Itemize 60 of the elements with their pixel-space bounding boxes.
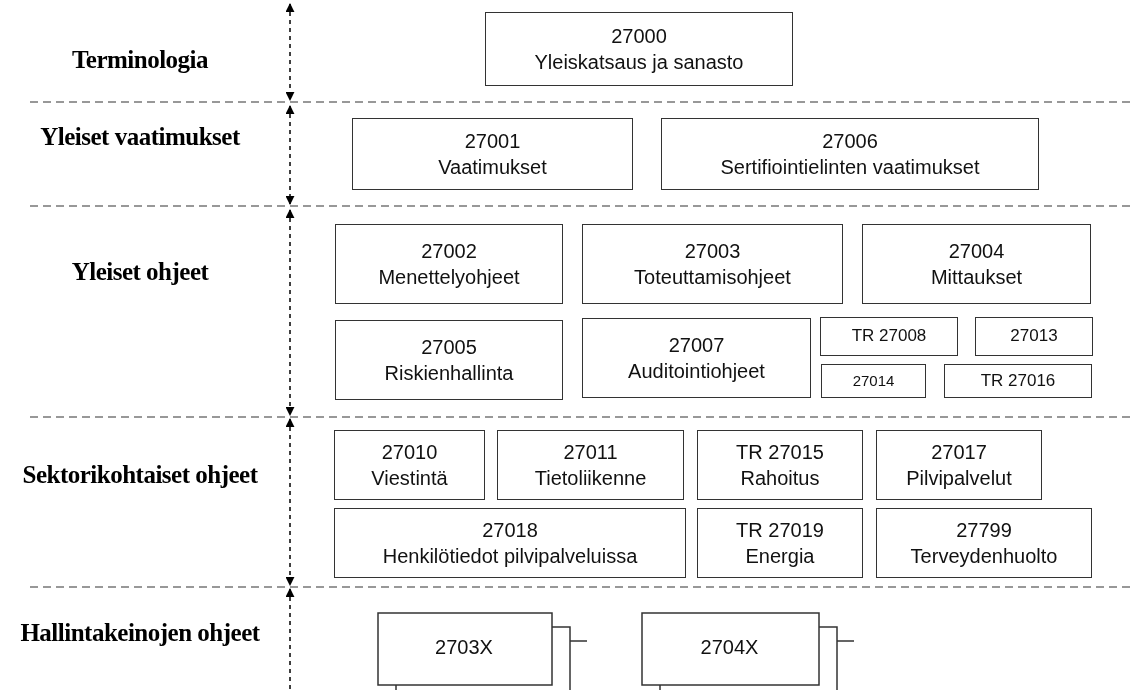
standard-number: 27017: [931, 440, 987, 465]
standard-box: [352, 118, 633, 190]
standard-box: [944, 364, 1092, 398]
standard-title: Rahoitus: [740, 466, 820, 491]
standard-title: Tietoliikenne: [534, 466, 647, 491]
standard-number: 27002: [421, 239, 477, 264]
layer-heading: Hallintakeinojen ohjeet: [19, 618, 261, 648]
standard-number: 27004: [948, 239, 1005, 264]
standard-title: Auditointiohjeet: [628, 359, 765, 384]
standard-number: 27001: [464, 129, 521, 154]
standard-box: [497, 430, 684, 500]
standard-box: [697, 508, 863, 578]
standard-number: 27000: [611, 24, 667, 49]
standard-number: 27014: [852, 371, 895, 391]
standard-box: [820, 317, 958, 356]
standard-box: [876, 430, 1042, 500]
standard-box: [697, 430, 863, 500]
standard-box: [334, 508, 686, 578]
standard-number: TR 27019: [736, 518, 824, 543]
standard-title: Riskienhallinta: [384, 361, 514, 386]
standard-number: 27011: [563, 440, 618, 465]
standard-box: [582, 318, 811, 398]
standard-title: Toteuttamisohjeet: [634, 265, 791, 290]
standard-box: [661, 118, 1039, 190]
standard-number: TR 27015: [736, 440, 824, 465]
standard-box: [335, 320, 563, 400]
standard-box: [975, 317, 1093, 356]
standard-title: Terveydenhuolto: [910, 544, 1058, 569]
layer-heading: Terminologia: [70, 45, 210, 75]
standard-box: [876, 508, 1092, 578]
standard-title: Mittaukset: [930, 265, 1023, 290]
standard-title: Energia: [745, 544, 815, 569]
standard-number: 27005: [421, 335, 477, 360]
standard-title: Viestintä: [371, 466, 448, 491]
standard-number: 27018: [482, 518, 538, 543]
standard-box: [485, 12, 793, 86]
standard-number: 27013: [1010, 325, 1058, 348]
standard-number: 27006: [822, 129, 878, 154]
standard-number: 2704X: [699, 636, 760, 659]
standard-box: [862, 224, 1091, 304]
standard-title: Pilvipalvelut: [906, 466, 1012, 491]
standard-title: Menettelyohjeet: [378, 265, 520, 290]
standard-title: Vaatimukset: [438, 155, 547, 180]
standard-title: Yleiskatsaus ja sanasto: [534, 50, 744, 75]
standard-box: [335, 224, 563, 304]
standard-box: [821, 364, 926, 398]
standard-title: Henkilötiedot pilvipalveluissa: [382, 544, 638, 569]
layer-heading: Yleiset ohjeet: [70, 257, 210, 287]
standard-title: Sertifiointielinten vaatimukset: [720, 155, 980, 180]
layer-heading: Yleiset vaatimukset: [39, 122, 242, 152]
layer-heading: Sektorikohtaiset ohjeet: [21, 460, 259, 490]
standard-box: [582, 224, 843, 304]
standard-number: 27003: [684, 239, 741, 264]
standard-number: TR 27016: [980, 369, 1056, 392]
standard-number: TR 27008: [851, 325, 927, 348]
standard-number: 27007: [668, 333, 725, 358]
standard-number: 2703X: [434, 636, 494, 659]
standard-number: 27799: [956, 518, 1012, 543]
standard-number: 27010: [381, 440, 438, 465]
standard-box: [334, 430, 485, 500]
